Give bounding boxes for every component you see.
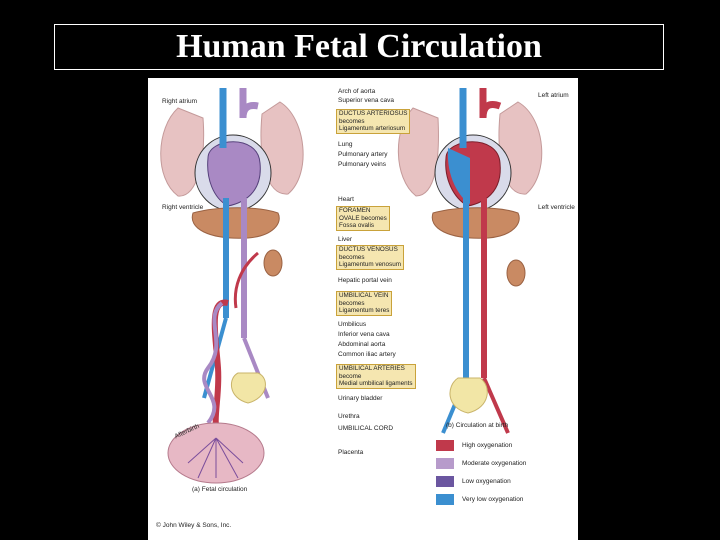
birth-liver [431,207,520,239]
label-left-ventricle: Left ventricle [538,204,575,211]
label-arch-aorta: Arch of aorta [338,88,376,95]
legend-swatch-low [436,476,454,487]
label-hepatic-portal-vein: Hepatic portal vein [338,277,392,284]
label-lung: Lung [338,141,353,148]
circulation-illustration [160,88,543,484]
label-liver: Liver [338,236,353,243]
label-inferior-vena-cava: Inferior vena cava [338,331,390,338]
caption-fetal: (a) Fetal circulation [192,486,248,493]
legend-item-low: Low oxygenation [436,476,511,487]
label-urinary-bladder: Urinary bladder [338,395,383,402]
fetal-bladder [230,372,266,404]
label-heart: Heart [338,196,354,203]
legend-item-high: High oxygenation [436,440,512,451]
label-urethra: Urethra [338,413,360,420]
label-umbilicus: Umbilicus [338,321,367,328]
fetal-left-lung [260,101,304,195]
legend-swatch-high [436,440,454,451]
label-placenta: Placenta [338,449,364,456]
label-right-atrium: Right atrium [162,98,198,105]
legend-item-moderate: Moderate oxygenation [436,458,526,469]
label-left-atrium: Left atrium [538,92,569,99]
copyright: © John Wiley & Sons, Inc. [156,522,232,529]
caption-birth: (b) Circulation at birth [446,422,509,429]
fetal-liver [191,207,280,239]
label-right-ventricle: Right ventricle [162,204,204,211]
slide-title: Human Fetal Circulation [176,28,542,65]
circulation-figure: Right atrium Right ventricle Left atrium… [148,78,578,540]
label-pulmonary-artery: Pulmonary artery [338,151,388,158]
fetal-right-lung [160,107,205,197]
legend-swatch-very-low [436,494,454,505]
fetal-heart [207,141,261,207]
title-box: Human Fetal Circulation [54,24,664,70]
legend-item-very-low: Very low oxygenation [436,494,523,505]
legend-swatch-moderate [436,458,454,469]
label-pulmonary-veins: Pulmonary veins [338,161,387,168]
label-superior-vena-cava: Superior vena cava [338,97,395,104]
label-common-iliac-artery: Common iliac artery [338,351,396,358]
label-abdominal-aorta: Abdominal aorta [338,341,386,348]
label-umbilical-cord: UMBILICAL CORD [338,425,394,432]
